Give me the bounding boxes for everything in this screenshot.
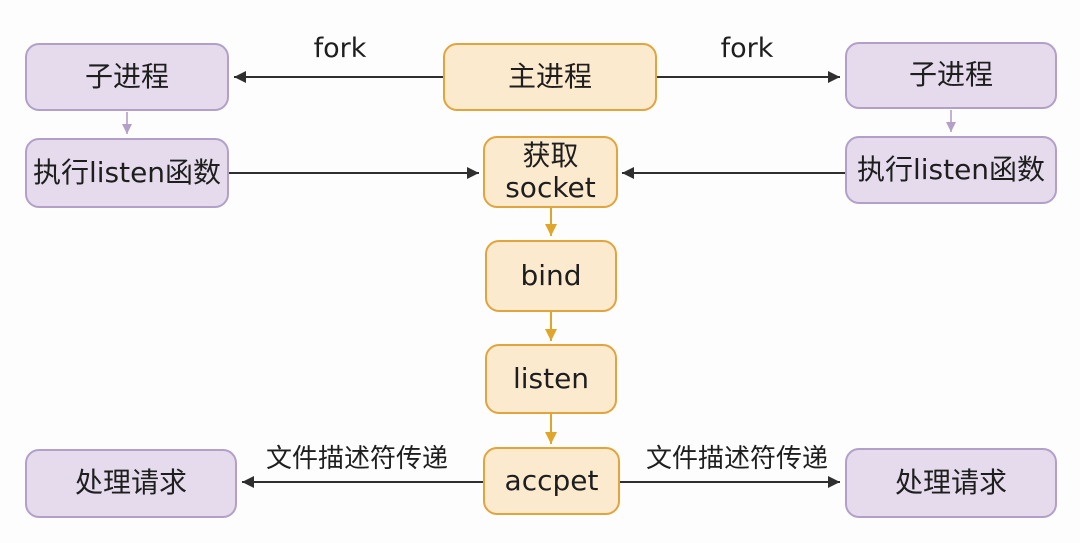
edge-label-fork-right: fork — [720, 33, 774, 64]
node-accpet: accpet — [483, 447, 620, 515]
edge-label-fd-pass-right: 文件描述符传递 — [645, 444, 829, 474]
node-bind: bind — [485, 240, 617, 312]
edge-label-fork-left: fork — [313, 33, 367, 64]
node-exec-listen-fn-right: 执行listen函数 — [845, 136, 1057, 204]
node-exec-listen-fn-left: 执行listen函数 — [25, 138, 229, 208]
node-main-process: 主进程 — [443, 43, 657, 111]
node-handle-request-right: 处理请求 — [845, 448, 1057, 518]
node-child-process-right: 子进程 — [845, 42, 1057, 109]
edge-label-fd-pass-left: 文件描述符传递 — [265, 444, 449, 474]
node-get-socket: 获取 socket — [483, 136, 618, 208]
node-handle-request-left: 处理请求 — [25, 449, 237, 518]
node-child-process-left: 子进程 — [25, 43, 229, 111]
node-listen: listen — [485, 344, 617, 414]
